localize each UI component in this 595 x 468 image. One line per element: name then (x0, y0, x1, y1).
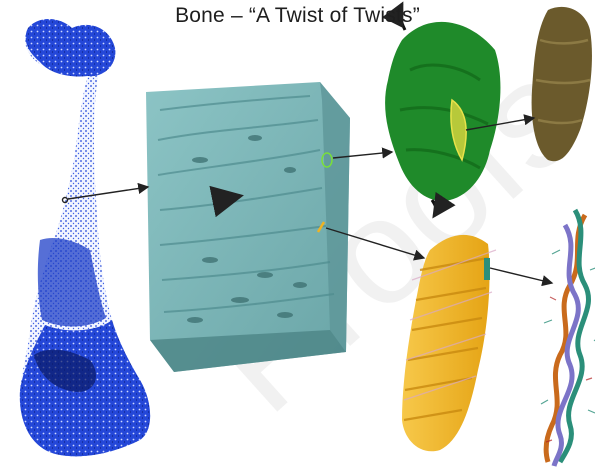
figure-title: Bone – “A Twist of Twists” (0, 4, 595, 28)
lamellar-bone-block (146, 82, 350, 372)
fibril-bundle (385, 4, 500, 216)
arrow-fibrils-to-helix (490, 268, 552, 283)
femur-bone (20, 19, 150, 456)
collagen-triple-helix (541, 210, 595, 466)
collagen-fibrils (402, 235, 496, 451)
fibril-array (532, 7, 592, 161)
